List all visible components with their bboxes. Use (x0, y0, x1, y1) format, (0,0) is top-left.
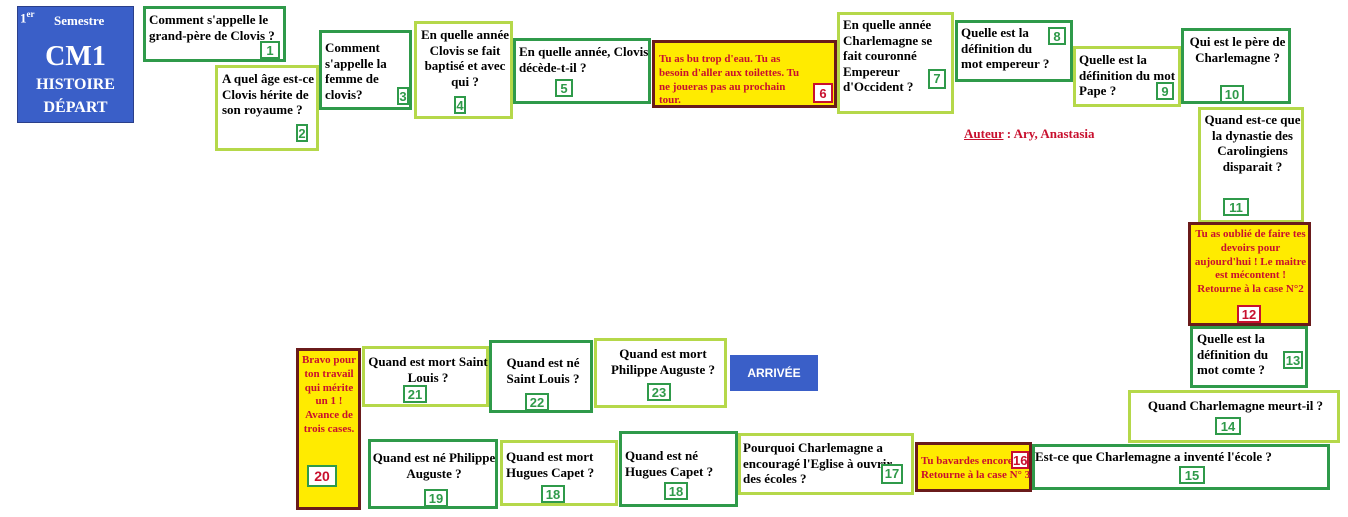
case-20-text: Bravo pour ton travail qui mérite un 1 !… (301, 354, 357, 435)
start-box: 1er Semestre CM1 HISTOIRE DÉPART (17, 6, 134, 123)
case-18-born[interactable]: Quand est né Hugues Capet ? 18 (619, 431, 738, 507)
case-18-died[interactable]: Quand est mort Hugues Capet ? 18 (500, 440, 618, 506)
case-19[interactable]: Quand est né Philippe Auguste ? 19 (368, 439, 498, 509)
case-4-number: 4 (454, 96, 466, 114)
case-16-text: Tu bavardes encore ! Retourne à la case … (921, 455, 1031, 481)
case-8-number: 8 (1048, 27, 1066, 45)
case-13-number: 13 (1283, 351, 1303, 369)
case-11-number: 11 (1223, 198, 1249, 216)
case-17[interactable]: Pourquoi Charlemagne a encouragé l'Eglis… (738, 433, 914, 495)
case-23-question: Quand est mort Philippe Auguste ? (610, 346, 716, 377)
case-5-question: En quelle année, Clovis décède-t-il ? (519, 44, 649, 75)
case-17-number: 17 (881, 464, 903, 484)
depart-label: DÉPART (43, 99, 108, 116)
case-15[interactable]: Est-ce que Charlemagne a inventé l'école… (1032, 444, 1330, 490)
case-6-text: Tu as bu trop d'eau. Tu as besoin d'alle… (659, 53, 800, 107)
case-3-question: Comment s'appelle la femme de clovis? (325, 40, 387, 102)
case-22-question: Quand est né Saint Louis ? (506, 355, 580, 386)
case-21-question: Quand est mort Saint Louis ? (368, 354, 488, 385)
semester-text: Semestre (54, 13, 105, 28)
case-15-question: Est-ce que Charlemagne a inventé l'école… (1035, 449, 1272, 464)
case-7-number: 7 (928, 69, 946, 89)
case-2[interactable]: A quel âge est-ce Clovis hérite de son r… (215, 65, 319, 151)
case-10-number: 10 (1220, 85, 1244, 103)
case-18-born-question: Quand est né Hugues Capet ? (625, 448, 714, 479)
case-15-number: 15 (1179, 466, 1205, 484)
case-12[interactable]: Tu as oublié de faire tes devoirs pour a… (1188, 222, 1311, 326)
case-18-died-question: Quand est mort Hugues Capet ? (506, 449, 595, 480)
case-22[interactable]: Quand est né Saint Louis ? 22 (489, 340, 593, 413)
semester-label: 1er (20, 9, 35, 26)
case-21[interactable]: Quand est mort Saint Louis ? 21 (362, 346, 489, 407)
case-17-question: Pourquoi Charlemagne a encouragé l'Eglis… (743, 440, 892, 487)
case-18-died-number: 18 (541, 485, 565, 503)
case-5-number: 5 (555, 79, 573, 97)
case-1[interactable]: Comment s'appelle le grand-père de Clovi… (143, 6, 286, 62)
case-8-question: Quelle est la définition du mot empereur… (961, 25, 1050, 72)
case-14[interactable]: Quand Charlemagne meurt-il ? 14 (1128, 390, 1340, 443)
case-21-number: 21 (403, 385, 427, 403)
case-13[interactable]: Quelle est la définition du mot comte ? … (1190, 326, 1308, 388)
author-names: : Ary, Anastasia (1006, 126, 1095, 141)
case-12-number: 12 (1237, 305, 1261, 323)
case-9-question: Quelle est la définition du mot Pape ? (1079, 52, 1176, 99)
case-23-number: 23 (647, 383, 671, 401)
case-12-text: Tu as oublié de faire tes devoirs pour a… (1194, 228, 1307, 295)
case-11-question: Quand est-ce que la dynastie des Carolin… (1204, 112, 1301, 174)
case-14-number: 14 (1215, 417, 1241, 435)
case-9-number: 9 (1156, 82, 1174, 100)
case-13-question: Quelle est la définition du mot comte ? (1197, 331, 1269, 378)
case-3-number: 3 (397, 87, 409, 105)
case-16-number: 16 (1011, 451, 1029, 469)
case-6-number: 6 (813, 83, 833, 103)
case-22-number: 22 (525, 393, 549, 411)
case-4-question: En quelle année Clovis se fait baptisé e… (420, 27, 510, 89)
case-2-number: 2 (296, 124, 308, 142)
author-credit: Auteur : Ary, Anastasia (964, 126, 1095, 142)
case-3[interactable]: Comment s'appelle la femme de clovis? 3 (319, 30, 412, 110)
case-19-question: Quand est né Philippe Auguste ? (372, 450, 496, 481)
case-20[interactable]: Bravo pour ton travail qui mérite un 1 !… (296, 348, 361, 510)
case-1-number: 1 (260, 41, 280, 59)
case-2-question: A quel âge est-ce Clovis hérite de son r… (222, 71, 315, 118)
case-23[interactable]: Quand est mort Philippe Auguste ? 23 (594, 338, 727, 408)
subject-title: HISTOIRE (36, 76, 115, 93)
case-5[interactable]: En quelle année, Clovis décède-t-il ? 5 (513, 38, 651, 104)
case-18-born-number: 18 (664, 482, 688, 500)
case-4[interactable]: En quelle année Clovis se fait baptisé e… (414, 21, 513, 119)
author-label: Auteur (964, 126, 1004, 141)
case-1-question: Comment s'appelle le grand-père de Clovi… (149, 12, 275, 43)
case-10-question: Qui est le père de Charlemagne ? (1189, 34, 1286, 65)
case-14-question: Quand Charlemagne meurt-il ? (1147, 398, 1324, 413)
case-7-question: En quelle année Charlemagne se fait cour… (843, 17, 933, 95)
level-title: CM1 (45, 41, 106, 72)
case-8[interactable]: Quelle est la définition du mot empereur… (955, 20, 1073, 82)
case-20-number: 20 (307, 465, 337, 487)
case-9[interactable]: Quelle est la définition du mot Pape ? 9 (1073, 46, 1181, 107)
finish-box: ARRIVÉE (730, 355, 818, 391)
case-7[interactable]: En quelle année Charlemagne se fait cour… (837, 12, 954, 114)
case-10[interactable]: Qui est le père de Charlemagne ? 10 (1181, 28, 1291, 104)
case-11[interactable]: Quand est-ce que la dynastie des Carolin… (1198, 107, 1304, 223)
case-19-number: 19 (424, 489, 448, 507)
case-16[interactable]: Tu bavardes encore ! Retourne à la case … (915, 442, 1032, 492)
case-6[interactable]: Tu as bu trop d'eau. Tu as besoin d'alle… (652, 40, 837, 108)
